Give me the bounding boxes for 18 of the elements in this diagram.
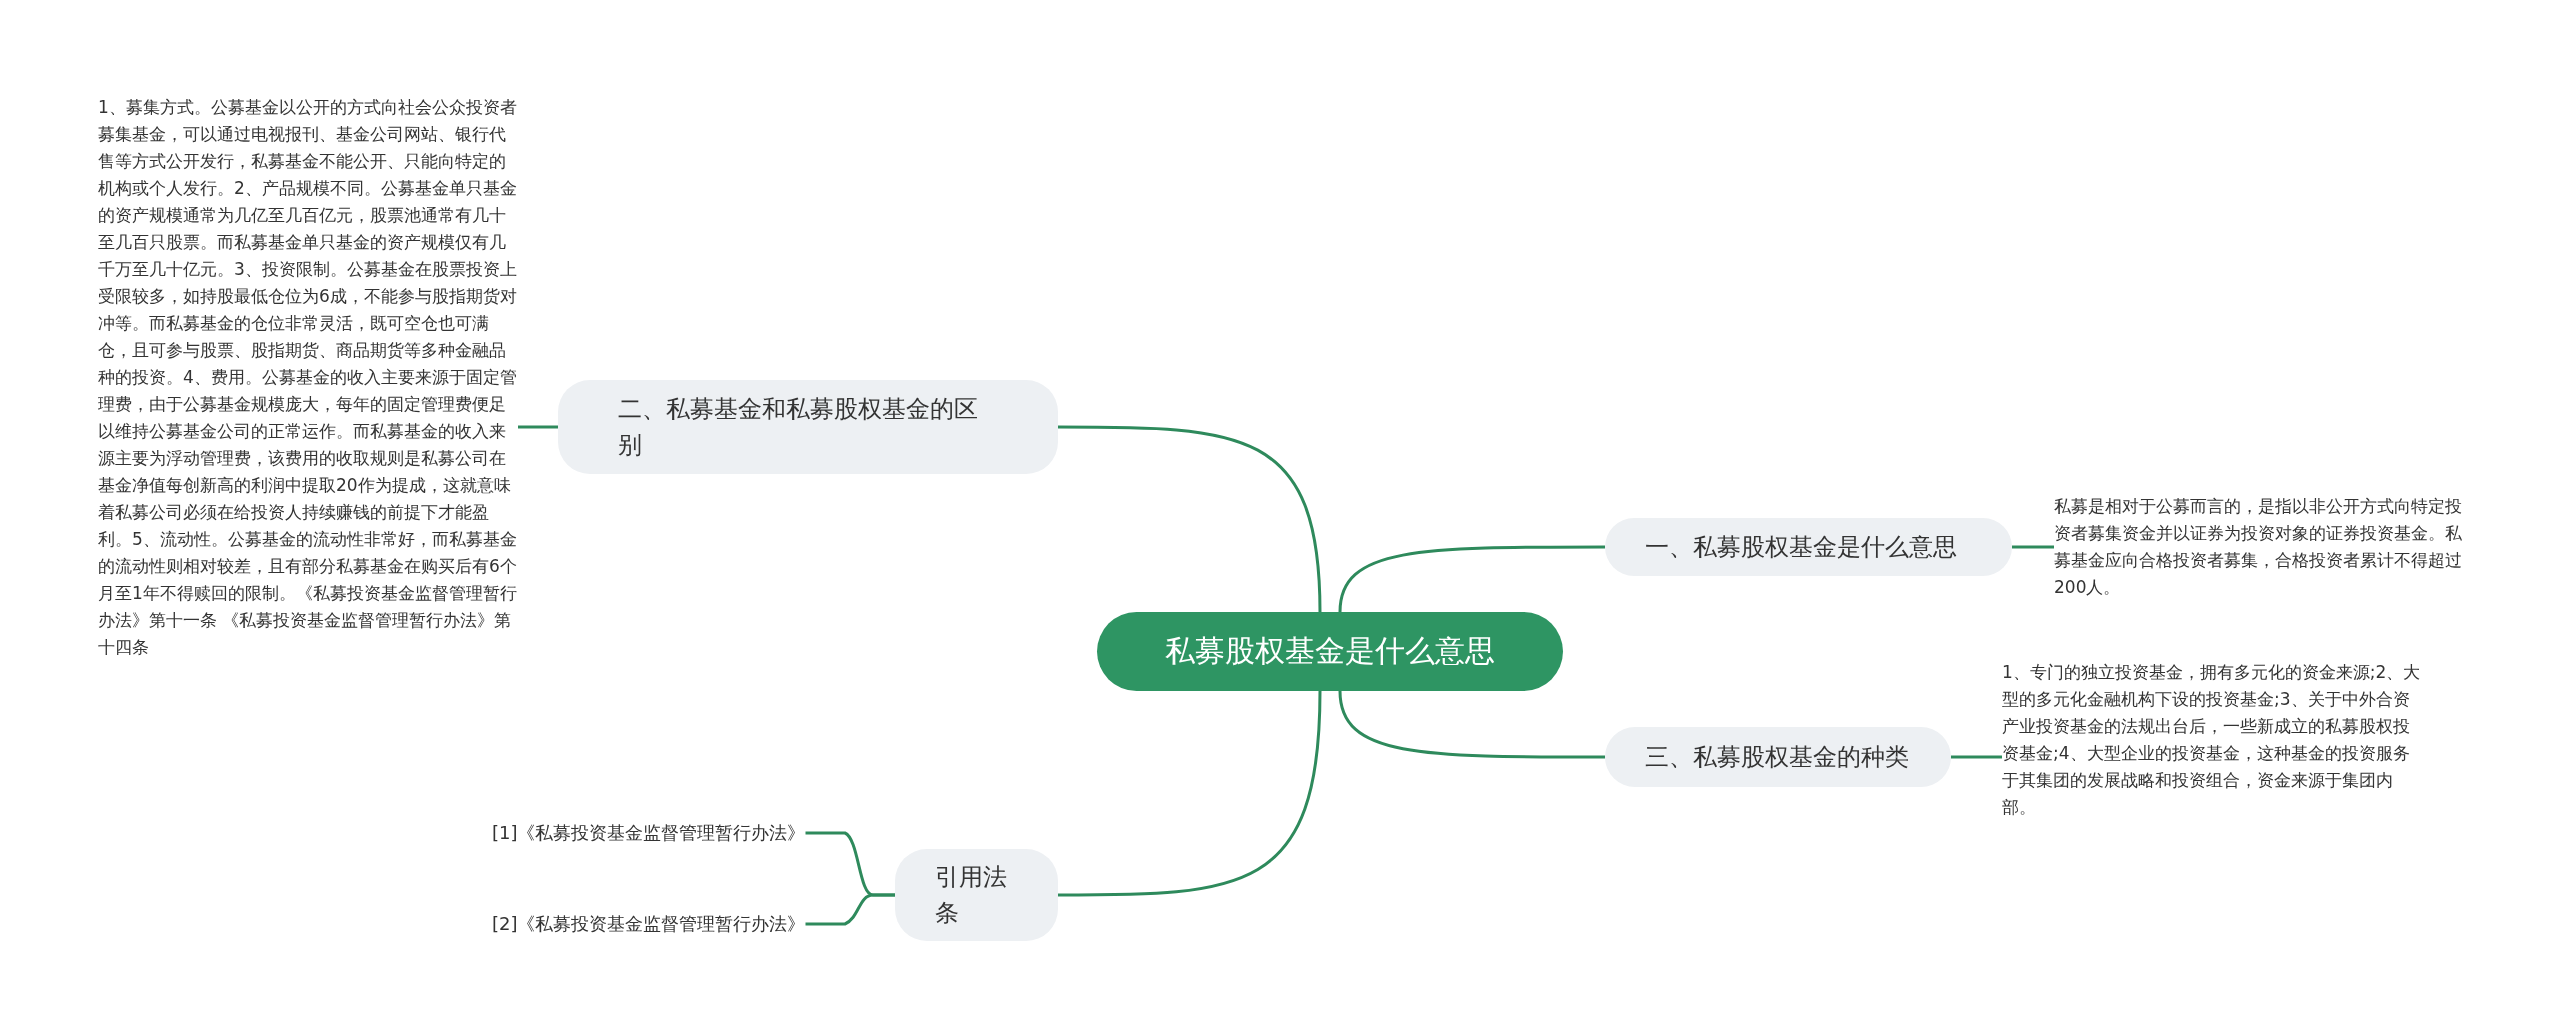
connector-line [1951,755,2002,759]
topic-node: 引用法条 [895,849,1058,941]
topic-node: 二、私募基金和私募股权基金的区别 [558,380,1058,474]
connector-line [1338,545,1605,613]
connector-line [1338,690,1605,759]
connector-line [518,425,558,429]
reference-text: [1]《私募投资基金监督管理暂行办法》 [492,820,806,846]
connector-line [805,893,895,926]
connector-line [1058,690,1322,897]
note-text: 私募是相对于公募而言的，是指以非公开方式向特定投资者募集资金并以证券为投资对象的证券投资基金。私募基金应向合格投资者募集，合格投资者累计不得超过200人。 [2054,493,2474,601]
note-text: 1、专门的独立投资基金，拥有多元化的资金来源;2、大型的多元化金融机构下设的投资基金;3、关于中外合资产业投资基金的法规出台后，一些新成立的私募股权投资基金;4、大型企业的投资基金，这种基金的投资服务于其集团的发展战略和投资组合，资金来源于集团内部。 [2002,659,2422,821]
central-topic: 私募股权基金是什么意思 [1097,612,1563,691]
connector-line [2012,545,2054,549]
topic-node: 一、私募股权基金是什么意思 [1605,518,2012,576]
connector-line [1058,425,1322,613]
reference-text: [2]《私募投资基金监督管理暂行办法》 [492,911,806,937]
topic-node: 三、私募股权基金的种类 [1605,727,1951,787]
note-text: 1、募集方式。公募基金以公开的方式向社会公众投资者募集基金，可以通过电视报刊、基金公司网站、银行代售等方式公开发行，私募基金不能公开、只能向特定的机构或个人发行。2、产品规模不同。公募基金单只基金的资产规模通常为几亿至几百亿元，股票池通常有几十至几百只股票。而私募基金单只基金的资产规模仅有几千万至几十亿元。3、投资限制。公募基金在股票投资上受限较多，如持股最低仓位为6成，不能参与股指期货对冲等。而私募基金的仓位非常灵活，既可空仓也可满仓，且可参与股票、股指期货、商品期货等多种金融品种的投资。4、费用。公募基金的收入主要来源于固定管理费，由于公募基金规模庞大，每年的固定管理费便足以维持公募基金公司的正常运作。而私募基金的收入来源主要为浮动管理费，该费用的收取规则是私募公司在基金净值每创新高的利润中提取20作为提成，这就意味着私募公司必须在给投资人持续赚钱的前提下才能盈利。5、流动性。公募基金的流动性非常好，而私募基金的流动性则相对较差，且有部分私募基金在购买后有6个月至1年不得赎回的限制。《私募投资基金监督管理暂行办法》第十一条 《私募投资基金监督管理暂行办法》第十四条 [98,94,518,661]
